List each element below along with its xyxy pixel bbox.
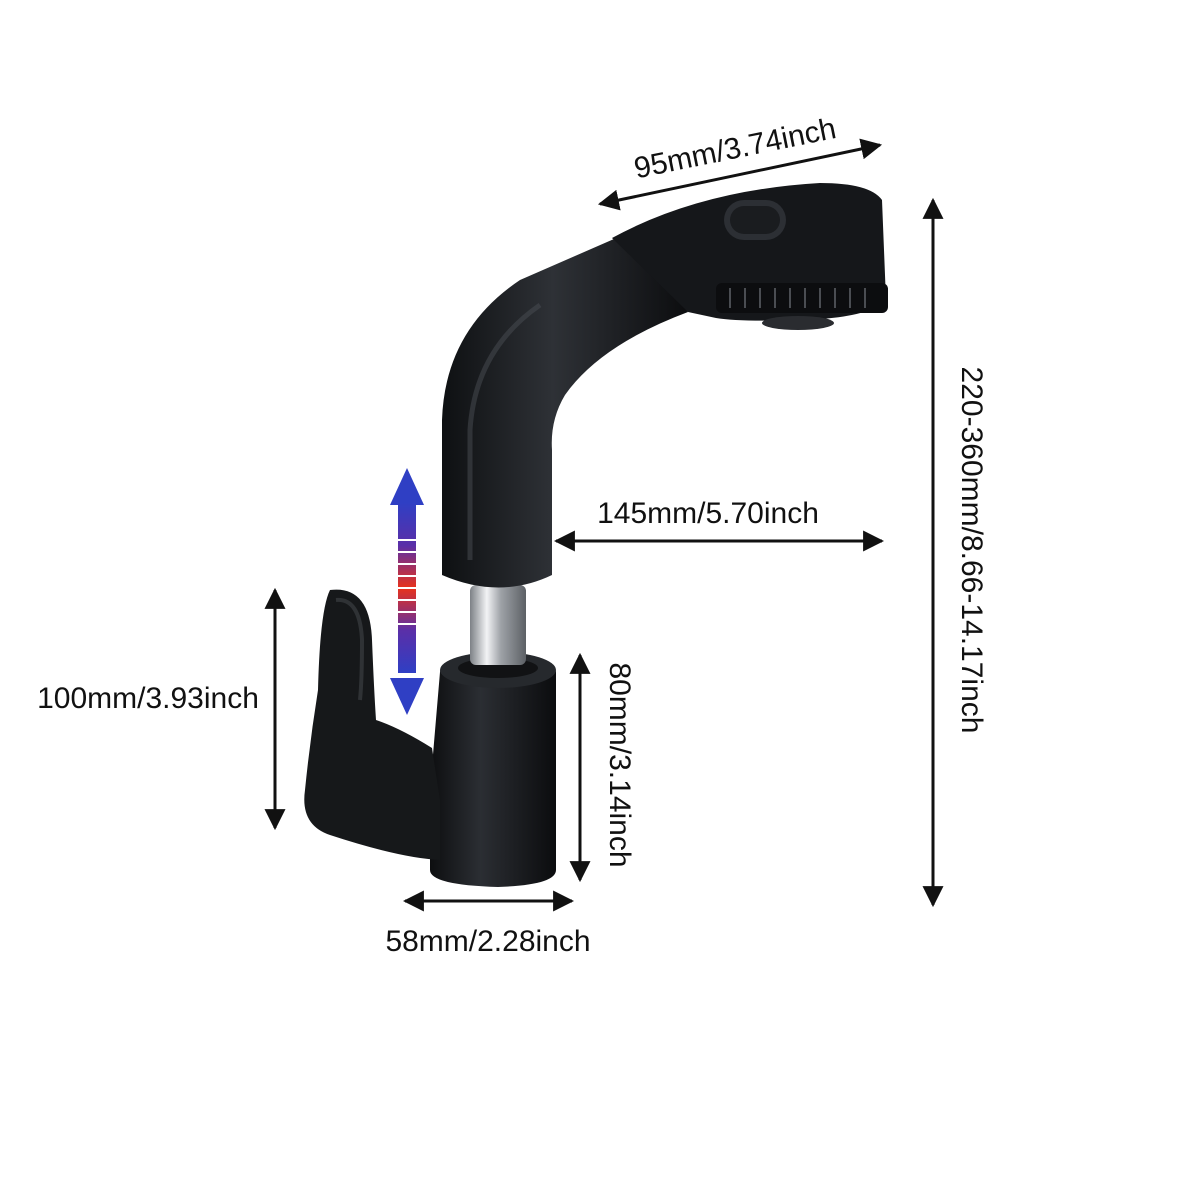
faucet-base-body: [430, 658, 556, 887]
label-handle-height: 100mm/3.93inch: [37, 682, 259, 715]
faucet-gooseneck: [442, 232, 688, 588]
faucet-handle: [304, 589, 440, 860]
dimension-lines: [264, 138, 944, 912]
faucet-chrome-connector: [470, 585, 526, 665]
label-base-height: 80mm/3.14inch: [603, 662, 636, 867]
faucet-illustration: [304, 183, 888, 887]
spray-head-ring-ticks: [729, 288, 866, 308]
label-total-height: 220-360mm/8.66-14.17inch: [955, 367, 988, 734]
label-base-width: 58mm/2.28inch: [385, 925, 590, 958]
label-reach: 145mm/5.70inch: [597, 497, 819, 530]
double-headed-vertical-arrow-icon: [390, 468, 424, 715]
dimension-line-head-length: [597, 138, 883, 211]
